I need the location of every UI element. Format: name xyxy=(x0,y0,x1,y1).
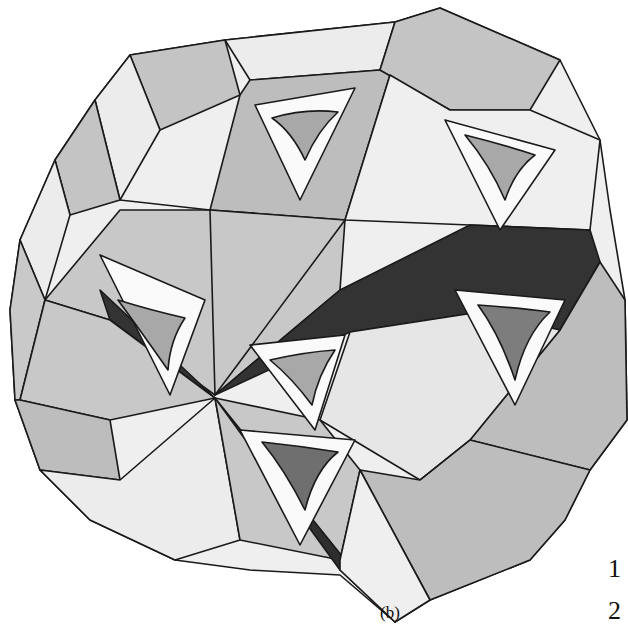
callout-number: 2 xyxy=(608,598,621,624)
figure-caption-letter: (b) xyxy=(380,604,400,621)
callout-number: 1 xyxy=(608,556,621,582)
